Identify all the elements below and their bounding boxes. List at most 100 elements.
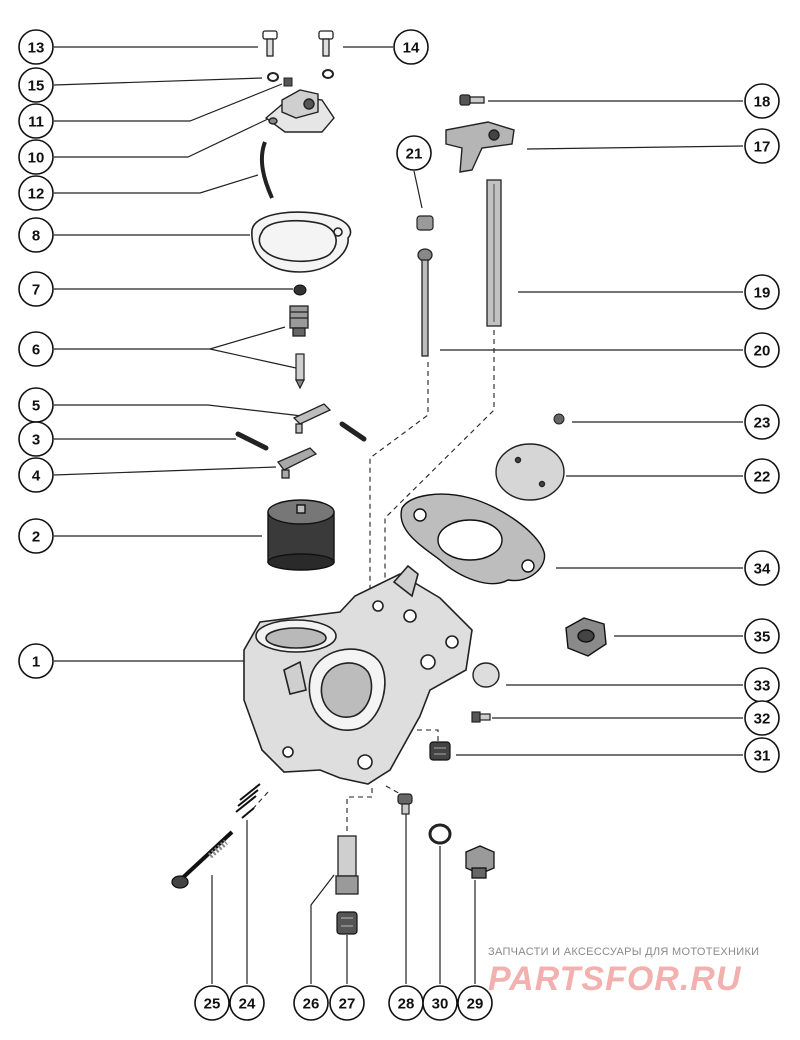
callout-circle: [18, 421, 54, 457]
callout-circle: [329, 985, 365, 1021]
callout-circle: [457, 985, 493, 1021]
part-35-nut: [565, 617, 607, 657]
callout-number: 32: [754, 711, 771, 728]
callout-circle: [393, 29, 429, 65]
part-3-pin-b: [339, 421, 367, 442]
part-34-flange-gasket: [400, 493, 546, 585]
callout-circle: [396, 135, 432, 171]
part-30-washer: [428, 823, 452, 845]
part-3-pin: [235, 431, 269, 451]
part-13-screw: [262, 30, 278, 57]
callout-circle: [18, 139, 54, 175]
part-33-plug-disc: [472, 662, 500, 688]
callout-number: 2: [32, 529, 40, 546]
part-20-needle: [417, 248, 433, 357]
leader-lines: [53, 46, 744, 984]
callout-number: 6: [32, 342, 40, 359]
callout-26: 26: [293, 985, 329, 1021]
callout-number: 8: [32, 228, 40, 245]
part-29-drain-plug: [465, 845, 495, 879]
callout-number: 25: [204, 996, 221, 1013]
callout-20: 20: [744, 332, 780, 368]
part-19-shaft: [486, 179, 502, 327]
callout-number: 13: [28, 40, 45, 57]
callout-10: 10: [18, 139, 54, 175]
callout-circle: [18, 103, 54, 139]
part-22-throttle-plate: [495, 443, 565, 501]
callout-29: 29: [457, 985, 493, 1021]
callout-number: 4: [32, 468, 41, 485]
callout-number: 19: [754, 285, 771, 302]
part-11-fitting: [283, 77, 293, 87]
part-17-throttle-lever: [445, 121, 515, 173]
callout-circle: [229, 985, 265, 1021]
part-7-washer: [293, 284, 307, 296]
callout-circle: [18, 518, 54, 554]
part-4-float-bracket: [276, 447, 318, 479]
part-15-washer: [267, 72, 279, 82]
callout-27: 27: [329, 985, 365, 1021]
callout-circle: [744, 128, 780, 164]
callout-circle: [744, 700, 780, 736]
part-12-hose: [260, 141, 274, 199]
part-2-float: [267, 499, 335, 571]
callout-circle: [18, 457, 54, 493]
callout-21: 21: [396, 135, 432, 171]
callout-13: 13: [18, 29, 54, 65]
callout-circle: [18, 643, 54, 679]
callout-number: 26: [303, 996, 320, 1013]
part-18-screw: [459, 94, 485, 106]
callout-circle: [18, 217, 54, 253]
callout-number: 28: [398, 996, 415, 1013]
part-6-needle: [295, 353, 305, 390]
callout-number: 11: [28, 114, 44, 131]
part-1-carburetor-body: [243, 564, 473, 785]
callout-23: 23: [744, 404, 780, 440]
part-28-screw: [397, 793, 413, 815]
callout-number: 17: [754, 139, 771, 156]
part-32-screw: [471, 711, 491, 723]
callout-number: 33: [754, 678, 771, 695]
callout-circle: [293, 985, 329, 1021]
part-23-screw: [553, 413, 565, 425]
callout-number: 27: [339, 996, 356, 1013]
callout-33: 33: [744, 667, 780, 703]
callout-6: 6: [18, 331, 54, 367]
part-5-float-lever: [292, 403, 332, 434]
callout-circle: [744, 458, 780, 494]
callout-number: 18: [754, 94, 771, 111]
part-26-main-jet: [335, 835, 359, 895]
callout-31: 31: [744, 737, 780, 773]
callout-28: 28: [388, 985, 424, 1021]
callout-circle: [18, 271, 54, 307]
callout-1: 1: [18, 643, 54, 679]
callout-number: 7: [32, 282, 40, 299]
callout-number: 30: [432, 996, 449, 1013]
callout-22: 22: [744, 458, 780, 494]
part-8-gasket: [251, 211, 352, 273]
part-31-jet: [429, 741, 451, 761]
callout-number: 1: [32, 654, 40, 671]
callout-circle: [18, 67, 54, 103]
callout-circle: [744, 274, 780, 310]
callout-number: 14: [403, 40, 420, 57]
callout-circle: [744, 618, 780, 654]
callout-5: 5: [18, 387, 54, 423]
callout-24: 24: [229, 985, 265, 1021]
callout-circle: [744, 332, 780, 368]
callout-34: 34: [744, 550, 780, 586]
callout-circle: [744, 550, 780, 586]
callout-25: 25: [194, 985, 230, 1021]
callout-circle: [18, 29, 54, 65]
callout-number: 34: [754, 561, 771, 578]
callout-30: 30: [422, 985, 458, 1021]
callout-number: 24: [239, 996, 256, 1013]
callout-3: 3: [18, 421, 54, 457]
part-10-bowl-cover: [264, 89, 335, 133]
callout-number: 23: [754, 415, 771, 432]
callout-11: 11: [18, 103, 54, 139]
callout-circle: [18, 175, 54, 211]
part-6-needle-seat: [289, 305, 309, 337]
